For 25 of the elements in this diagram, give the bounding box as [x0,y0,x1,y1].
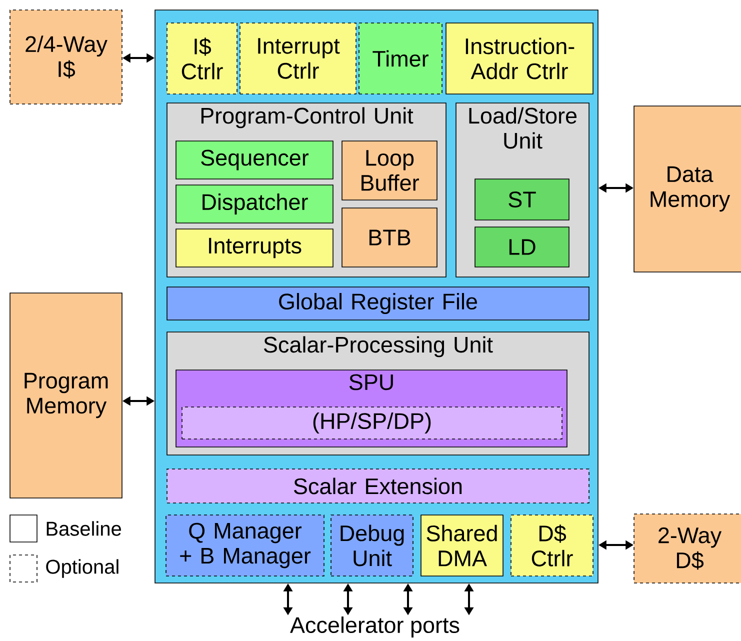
controller-box: Interrupt Ctrlr [240,22,356,94]
block-box: Debug Unit [330,514,414,576]
controller-box: Instruction-Addr Ctrlr [446,22,594,94]
block-box: BTB [342,208,438,268]
block-box: (HP/SP/DP) [182,406,562,440]
cache-box: 2-Way D$ [634,514,741,584]
manager-box: Q Manager + B Manager [166,514,324,576]
block-box: Loop Buffer [342,140,438,200]
register-file-bar: Global Register File [166,286,590,320]
block-box: Sequencer [176,140,334,180]
memory-box: Data Memory [634,106,741,272]
block-box: Dispatcher [176,184,334,224]
block-box: LD [474,226,570,268]
controller-box: D$ Ctrlr [510,514,594,576]
controller-box: I$ Ctrlr [166,22,238,94]
extension-bar: Scalar Extension [166,468,590,504]
legend-label: Baseline [46,521,121,536]
block-box: ST [474,178,570,220]
cache-box: 2/4-Way I$ [10,10,122,104]
legend-label: Optional [46,559,118,578]
bare-label: Accelerator ports [290,616,460,638]
block-box: Shared DMA [420,514,504,576]
block-box: Interrupts [176,228,334,268]
timer-box: Timer [358,22,442,94]
memory-box: Program Memory [10,292,122,498]
